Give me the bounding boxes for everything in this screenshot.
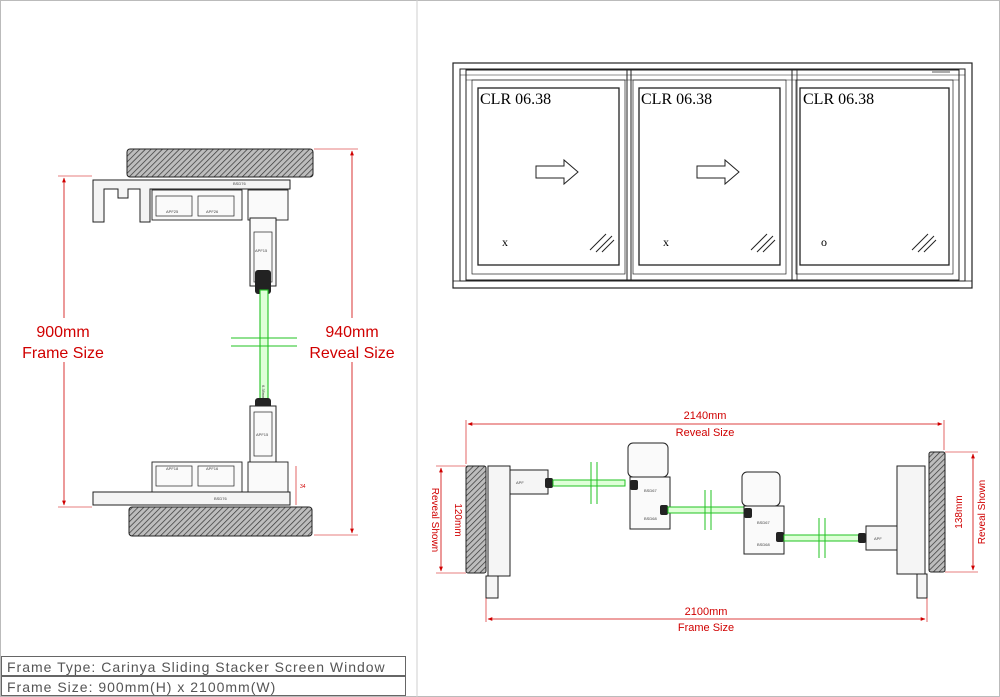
glass-label: CLR 06.38 <box>480 91 551 108</box>
right-jamb-frame <box>896 465 926 575</box>
profile-code: APF <box>874 536 882 541</box>
interlock-1-top <box>627 442 669 478</box>
right-jamb-bead <box>858 533 866 543</box>
frame-size-label: Frame Size: 900mm(H) x 2100mm(W) <box>1 676 406 696</box>
interlock-2-bead <box>776 532 784 542</box>
head-glazing-bead <box>255 270 271 294</box>
elevation-view: CLR 06.38 x CLR 06.38 x CLR 06.38 o <box>452 62 973 289</box>
sill-frame-profile <box>92 491 291 506</box>
glass-reflection-icon <box>750 233 776 253</box>
panel-sash-inner <box>795 79 954 275</box>
right-jamb-wall-hatched <box>928 451 946 573</box>
interlock-2-top <box>741 471 781 507</box>
reveal-size-value: 940mm <box>325 324 378 341</box>
head-screen-frame <box>247 189 289 221</box>
elevation-panel-2: CLR 06.38 x <box>626 69 793 281</box>
profile-code: BSD68 <box>757 542 770 547</box>
right-jamb-profile <box>916 573 928 599</box>
profile-code: BSD68 <box>644 516 657 521</box>
panel-sash-inner <box>471 79 626 275</box>
reveal-size-caption: Reveal Size <box>309 345 394 362</box>
profile-code: BSD76 <box>233 181 246 186</box>
frame-size-caption: Frame Size <box>22 345 104 362</box>
glass-label: CLR 06.38 <box>641 91 712 108</box>
head-track-channel <box>155 195 193 217</box>
sill-screen-frame <box>247 461 289 493</box>
h-frame-value: 2100mm <box>685 606 728 618</box>
glass-pane-horizontal-2 <box>667 506 753 514</box>
reveal-size-label-backdrop <box>300 318 404 362</box>
slide-arrow-icon <box>535 158 579 186</box>
operation-mark: o <box>821 235 827 249</box>
panel-glass <box>799 87 950 266</box>
left-jamb-sash <box>509 469 549 495</box>
left-jamb-profile <box>485 575 499 599</box>
right-reveal-caption: Reveal Shown <box>977 480 988 544</box>
left-jamb-frame <box>487 465 511 577</box>
glass-label: CLR 06.38 <box>803 91 874 108</box>
sill-wall-hatched <box>128 506 313 537</box>
panel-sash <box>791 69 960 281</box>
left-reveal-value: 120mm <box>452 503 463 536</box>
operation-mark: x <box>502 235 508 249</box>
vertical-section: BSD76 APF25 APF26 APF15 6.38mm APF15 APF… <box>14 148 404 537</box>
sill-track-channel <box>197 465 235 487</box>
profile-code: APF26 <box>206 209 219 214</box>
profile-code: APF15 <box>256 432 269 437</box>
profile-code: BSD76 <box>214 496 227 501</box>
glazing-note: 6.38mm <box>261 385 266 400</box>
elevation-sill-line <box>452 280 973 289</box>
elevation-panel-1: CLR 06.38 x <box>465 69 632 281</box>
profile-code: APF18 <box>166 466 179 471</box>
frame-type-label: Frame Type: Carinya Sliding Stacker Scre… <box>1 656 406 676</box>
left-jamb-wall-hatched <box>465 465 487 574</box>
profile-code: APF <box>516 480 524 485</box>
head-wall-hatched <box>126 148 314 178</box>
sill-track-channel <box>155 465 193 487</box>
profile-code: APF25 <box>166 209 179 214</box>
panel-glass <box>638 87 781 266</box>
glass-reflection-icon <box>589 233 615 253</box>
panel-glass <box>477 87 620 266</box>
slide-arrow-icon <box>696 158 740 186</box>
profile-code: APF16 <box>206 466 219 471</box>
frame-size-label-backdrop <box>14 318 114 362</box>
h-reveal-value: 2140mm <box>684 410 727 422</box>
interlock-1-bead <box>660 505 668 515</box>
operation-mark: x <box>663 235 669 249</box>
left-reveal-caption: Reveal Shown <box>429 488 440 552</box>
head-frame-profile <box>92 179 291 223</box>
h-frame-caption: Frame Size <box>678 622 734 634</box>
panel-sash-inner <box>632 79 787 275</box>
profile-code: BSD67 <box>757 520 770 525</box>
interlock-1-bead <box>630 480 638 490</box>
right-reveal-value: 138mm <box>954 495 965 528</box>
sill-track <box>151 461 243 493</box>
left-jamb-bead <box>545 478 553 488</box>
head-track-channel <box>197 195 235 217</box>
small-dimension-value: 34 <box>300 484 306 490</box>
profile-code: APF15 <box>255 248 268 253</box>
profile-code: BSD67 <box>644 488 657 493</box>
h-reveal-caption: Reveal Size <box>676 427 735 439</box>
head-track <box>151 189 243 221</box>
sill-mullion-inner <box>253 411 273 457</box>
elevation-panel-3: CLR 06.38 o <box>791 69 960 281</box>
glass-reflection-icon <box>911 233 937 253</box>
frame-size-value: 900mm <box>36 324 89 341</box>
glass-pane-horizontal-1 <box>552 479 626 487</box>
horizontal-section: APF BSD67 BSD68 BSD67 BSD68 APF <box>429 410 988 634</box>
interlock-2-bead <box>744 508 752 518</box>
